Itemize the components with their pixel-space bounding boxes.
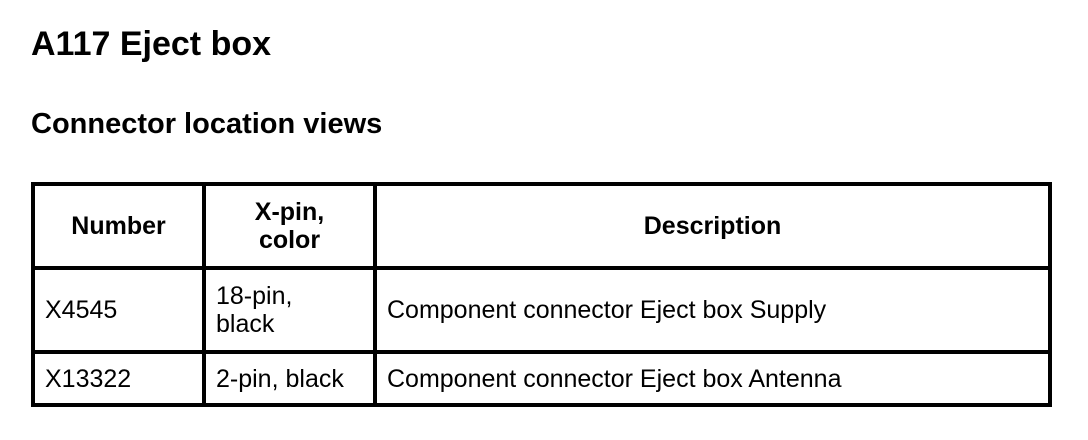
section-title: Connector location views: [31, 108, 383, 140]
table-row: X13322 2-pin, black Component connector …: [31, 350, 1052, 407]
cell-pin-color-line1: 18-pin,: [216, 282, 293, 310]
cell-pin-color-line2: black: [216, 310, 275, 338]
header-number-label: Number: [71, 212, 166, 240]
cell-pin-color: 2-pin, black: [202, 350, 377, 407]
header-number: Number: [31, 182, 206, 270]
header-description: Description: [373, 182, 1052, 270]
page-title: A117 Eject box: [31, 25, 272, 63]
header-pin-color-line1: X-pin,: [254, 198, 325, 226]
cell-number: X13322: [31, 350, 206, 407]
header-description-label: Description: [643, 212, 782, 240]
cell-description: Component connector Eject box Antenna: [373, 350, 1052, 407]
connector-table: Number X-pin, color Description X4545 18…: [31, 182, 1052, 407]
cell-pin-color: 18-pin, black: [202, 266, 377, 354]
cell-description: Component connector Eject box Supply: [373, 266, 1052, 354]
table-row: X4545 18-pin, black Component connector …: [31, 266, 1052, 354]
table-header-row: Number X-pin, color Description: [31, 182, 1052, 270]
cell-number: X4545: [31, 266, 206, 354]
header-pin-color-line2: color: [258, 226, 321, 254]
header-pin-color: X-pin, color: [202, 182, 377, 270]
